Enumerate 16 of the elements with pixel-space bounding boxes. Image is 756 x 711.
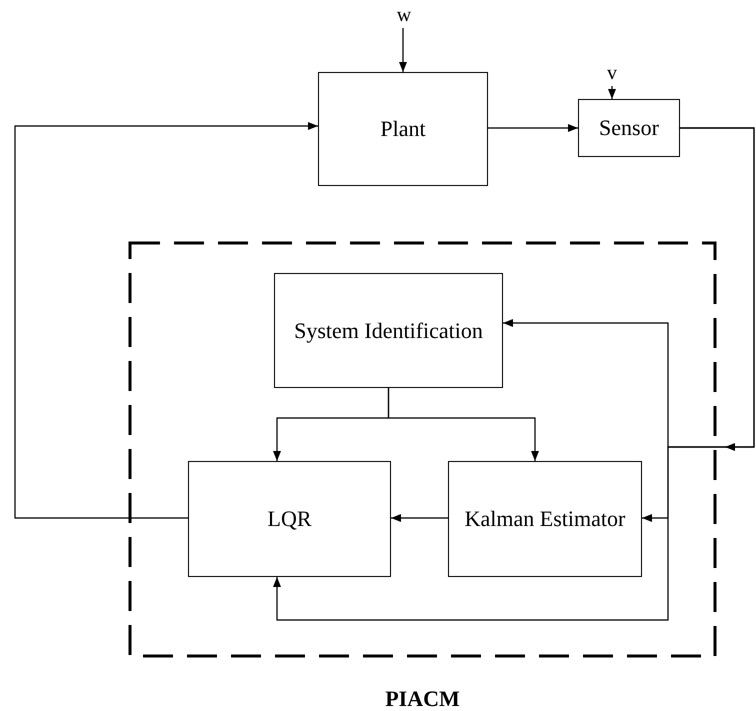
arrowhead [725, 443, 735, 451]
block-box: Plant [318, 72, 488, 186]
arrow [608, 86, 616, 99]
block-box: LQR [188, 461, 391, 577]
arrow [399, 28, 407, 72]
group-title: PIACM [385, 685, 460, 711]
block-box: Sensor [578, 99, 680, 157]
arrow [14, 122, 318, 519]
arrow [273, 127, 755, 621]
arrow [388, 388, 539, 461]
input-label: v [603, 60, 621, 86]
arrow [391, 514, 448, 522]
arrow [488, 124, 578, 132]
input-label: w [394, 2, 414, 28]
block-box: System Identification [274, 273, 503, 388]
block-box: Kalman Estimator [448, 461, 642, 577]
